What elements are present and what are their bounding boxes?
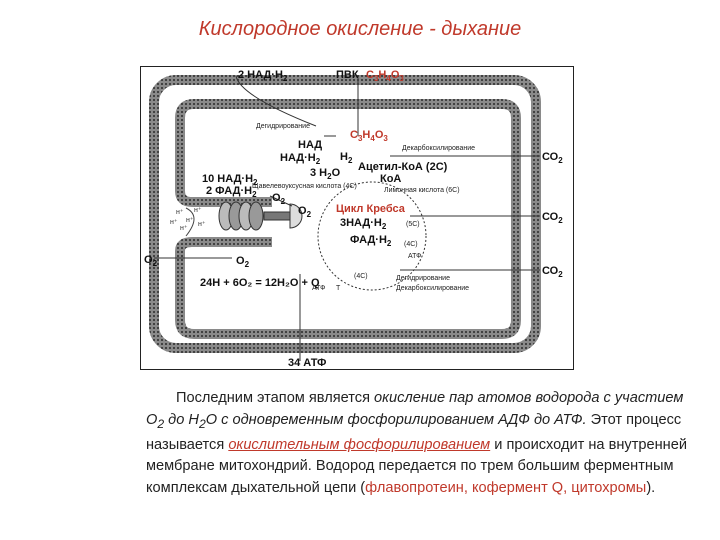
co2-label-1: СО2	[542, 151, 563, 165]
o2-low-label: О2	[236, 255, 250, 269]
para-part-5: Этот процесс называется	[146, 411, 682, 453]
para-italic-1: окисление пар атомов водорода с участием…	[146, 390, 684, 431]
mitochondria-diagram: н⁺н⁺н⁺ н⁺н⁺н⁺ 2 НАД·Н2 ПВК C3H4O3 C3H4O3…	[140, 66, 574, 370]
krebs-cycle-circle	[317, 181, 427, 291]
svg-text:н⁺: н⁺	[176, 209, 184, 216]
t-label: Т	[336, 285, 341, 292]
para-part-8: флавопротеин, кофермент Q, цитохромы	[365, 479, 647, 496]
page-title: Кислородное окисление - дыхание	[198, 18, 522, 40]
acetyl-coa-label: Ацетил-КоА (2С)	[358, 161, 448, 173]
svg-text:н⁺: н⁺	[186, 217, 194, 224]
equation-label: 24Н + 6О₂ = 12Н₂О + Q	[200, 277, 320, 289]
o2-inner-label: О2	[298, 205, 312, 219]
ten-nadh-label: 10 НАД·Н2	[202, 173, 258, 187]
krebs-label: Цикл Кребса	[336, 203, 406, 215]
co2-label-2: СО2	[542, 211, 563, 225]
pvk-label: ПВК	[336, 69, 359, 81]
oxaloacetic-label: Щавелевоуксусная кислота (4С)	[252, 183, 357, 190]
svg-text:н⁺: н⁺	[180, 225, 188, 232]
svg-text:н⁺: н⁺	[194, 207, 202, 214]
o2-left-label: О2	[144, 254, 158, 268]
para-part-1: Последним этапом является	[176, 390, 375, 406]
dehydro-label: Дегидрирование	[256, 123, 310, 130]
three-h2o-label: 3 Н2О	[310, 167, 341, 181]
oxidative-phosphorylation-link[interactable]: окислительным фосфорилированием	[228, 436, 491, 453]
o2-mid-label: О2	[272, 192, 286, 206]
co2-label-3: СО2	[542, 265, 563, 279]
outer-membrane	[149, 75, 541, 353]
nad-label: НАД	[298, 139, 322, 151]
atf-small-label: АТФ	[408, 253, 422, 260]
pvk-formula: C3H4O3	[366, 69, 404, 83]
four-c-low-label: (4С)	[354, 273, 368, 280]
top-nadh-label: 2 НАД·Н2	[238, 69, 288, 83]
c3h4o3-label: C3H4O3	[350, 129, 388, 143]
citric-label: Лимонная кислота (6С)	[384, 187, 460, 194]
coa-label: КоА	[380, 173, 401, 185]
atp-synthase-icon	[218, 201, 303, 231]
decarb-low-label: Декарбоксилирование	[396, 284, 469, 292]
inner-membrane	[175, 99, 521, 339]
h-minus-label: Н2	[340, 151, 353, 165]
decarb-label: Декарбоксилирование	[402, 144, 475, 152]
proton-marks: н⁺н⁺н⁺ н⁺н⁺н⁺	[170, 207, 206, 232]
nadh2-label: НАД·Н2	[280, 152, 321, 166]
explanation-paragraph: Последним этапом является окисление пар …	[146, 388, 696, 499]
atp-34-label: 34 АТФ	[288, 357, 326, 369]
svg-text:н⁺: н⁺	[198, 221, 206, 228]
dehydro-low-label: Дегидрирование	[396, 275, 450, 282]
para-part-7: и происходит на внутренней мембране мито…	[146, 436, 688, 496]
diagram-frame	[140, 66, 574, 370]
para-part-9: ).	[646, 479, 656, 496]
three-nadh-label: 3НАД·Н2	[340, 217, 387, 231]
svg-text:н⁺: н⁺	[170, 219, 178, 226]
four-c-label: (4С)	[404, 241, 418, 248]
atf-eq-label: АТФ	[312, 285, 326, 292]
two-fadh-label: 2 ФАД·Н2	[206, 185, 257, 199]
fadh-label: ФАД·Н2	[350, 234, 392, 248]
five-c-label: (5С)	[406, 221, 420, 228]
